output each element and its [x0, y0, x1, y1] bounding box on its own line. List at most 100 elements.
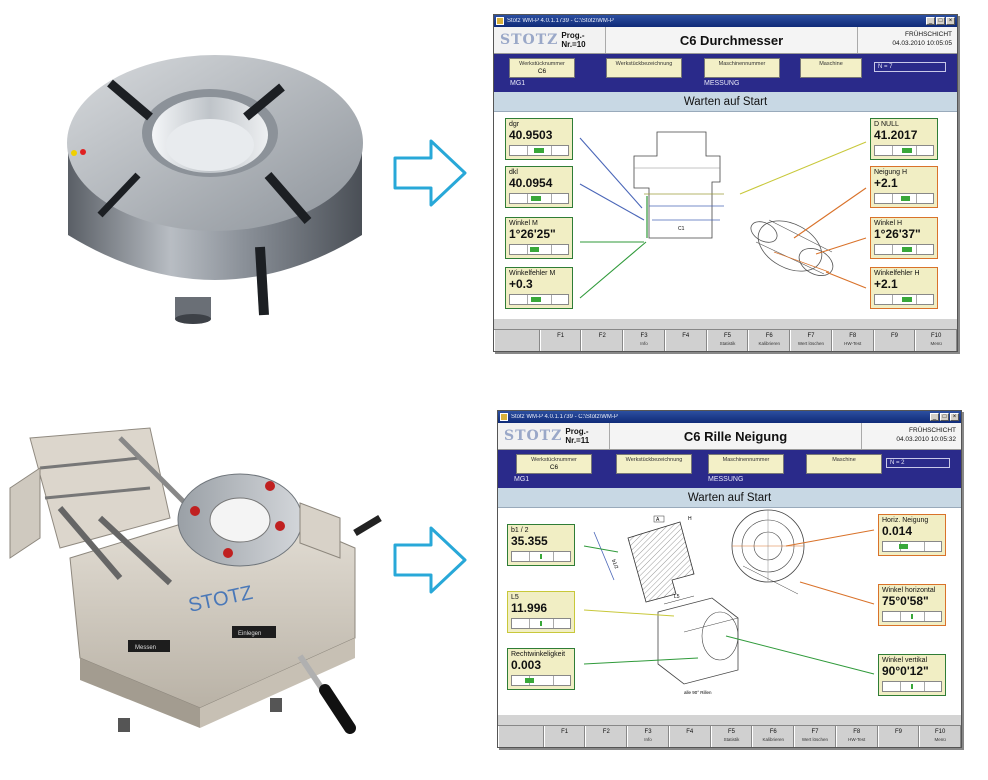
close-button[interactable]: × [950, 413, 959, 421]
fkey-f4[interactable]: F4 [668, 726, 711, 747]
fkey-label: F1 [557, 333, 565, 339]
fkey-f9[interactable]: F9 [877, 726, 920, 747]
value-box-winkelfehler-h[interactable]: Winkelfehler H +2.1 [870, 267, 938, 309]
tolerance-indicator [902, 297, 912, 302]
value-box-winkel-horizontal[interactable]: Winkel horizontal 75°0'58" [878, 584, 946, 626]
fkey-f4[interactable]: F4 [664, 330, 707, 351]
value-box-d-null[interactable]: D NULL 41.2017 [870, 118, 938, 160]
fkey-f2[interactable]: F2 [581, 330, 624, 351]
value-box-winkelfehler-m[interactable]: Winkelfehler M +0.3 [505, 267, 573, 309]
value-reading: 35.355 [511, 534, 548, 548]
minimize-button[interactable]: _ [930, 413, 939, 421]
fkey-f1[interactable]: F1 [543, 726, 586, 747]
field-werkstuecknummer[interactable]: Werkstücknummer C6 [509, 58, 575, 78]
field-label: Maschine [819, 61, 843, 67]
value-box-winkel-m[interactable]: Winkel M 1°26'25" [505, 217, 573, 259]
mode-label: MESSUNG [708, 476, 744, 483]
drawing-label-l5: L5 [674, 594, 680, 600]
field-werkstueckbezeichnung[interactable]: Werkstückbezeichnung [606, 58, 682, 78]
ring-gauge-photo [67, 55, 363, 324]
drawing-label: C1 [678, 226, 685, 232]
fkey-blank[interactable] [498, 726, 544, 747]
fkey-f2[interactable]: F2 [585, 726, 628, 747]
tolerance-indicator [900, 196, 910, 201]
fkey-f9[interactable]: F9 [873, 330, 916, 351]
tolerance-indicator [531, 297, 541, 302]
value-reading: 40.9503 [509, 128, 553, 142]
minimize-button[interactable]: _ [926, 17, 935, 25]
maximize-button[interactable]: □ [936, 17, 945, 25]
field-maschine[interactable]: Maschine [800, 58, 862, 78]
value-box-b1-2[interactable]: b1 / 2 35.355 [507, 524, 575, 566]
tolerance-indicator [898, 544, 908, 549]
fkey-blank[interactable] [494, 330, 540, 351]
fkey-label: F4 [686, 729, 694, 735]
field-label: Maschinennummer [722, 457, 770, 463]
tolerance-indicator [902, 148, 912, 153]
value-box-dgr[interactable]: dgr 40.9503 [505, 118, 573, 160]
fkey-sublabel: Kalibrieren [758, 341, 780, 346]
value-reading: +2.1 [874, 176, 898, 190]
maximize-button[interactable]: □ [940, 413, 949, 421]
field-maschinennummer[interactable]: Maschinennummer [708, 454, 784, 474]
mode-label: MESSUNG [704, 80, 740, 87]
fkey-sublabel: Statistik [719, 341, 736, 346]
value-box-rechtwinkeligkeit[interactable]: Rechtwinkeligkeit 0.003 [507, 648, 575, 690]
app-icon [500, 413, 508, 421]
field-maschine[interactable]: Maschine [806, 454, 882, 474]
drawing-note: alle 90° Rillen [684, 690, 712, 695]
fkey-label: F8 [853, 729, 861, 735]
tolerance-indicator [911, 614, 913, 619]
count-display: N = 2 [886, 458, 950, 468]
value-label: Winkel H [874, 220, 903, 227]
fkey-label: F10 [935, 729, 946, 735]
value-box-winkel-h[interactable]: Winkel H 1°26'37" [870, 217, 938, 259]
tolerance-limit-mark [915, 295, 917, 304]
window-titlebar[interactable]: Stotz WM-P 4.0.1.1739 - C:\Stotz\WM-P _ … [498, 411, 961, 423]
fkey-sublabel: Wert löschen [797, 341, 825, 346]
field-werkstuecknummer[interactable]: Werkstücknummer C6 [516, 454, 592, 474]
fkey-label: F5 [728, 729, 736, 735]
field-label: Werkstückbezeichnung [625, 457, 683, 463]
window-titlebar[interactable]: Stotz WM-P 4.0.1.1739 - C:\Stotz\WM-P _ … [494, 15, 957, 27]
field-werkstueckbezeichnung[interactable]: Werkstückbezeichnung [616, 454, 692, 474]
value-box-horiz-neigung[interactable]: Horiz. Neigung 0.014 [878, 514, 946, 556]
tolerance-bar [874, 145, 934, 156]
value-box-winkel-vertikal[interactable]: Winkel vertikal 90°0'12" [878, 654, 946, 696]
status-message: Warten auf Start [494, 92, 957, 112]
value-box-neigung-h[interactable]: Neigung H +2.1 [870, 166, 938, 208]
fkey-sublabel: Info [644, 737, 652, 742]
screen-title: C6 Durchmesser [606, 27, 857, 53]
value-reading: 75°0'58" [882, 594, 929, 608]
measurement-window-rille-neigung: Stotz WM-P 4.0.1.1739 - C:\Stotz\WM-P _ … [497, 410, 962, 748]
fkey-f1[interactable]: F1 [539, 330, 582, 351]
drawing-label-a: A [656, 517, 660, 523]
close-button[interactable]: × [946, 17, 955, 25]
fkey-label: F5 [724, 333, 732, 339]
fkey-label: F6 [765, 333, 773, 339]
app-icon [496, 17, 504, 25]
arrow-right-icon [393, 139, 467, 207]
fkey-sublabel: Menü [934, 737, 946, 742]
tolerance-indicator [524, 678, 535, 683]
tolerance-bar [509, 294, 569, 305]
value-box-l5[interactable]: L5 11.996 [507, 591, 575, 633]
field-maschinennummer[interactable]: Maschinennummer [704, 58, 780, 78]
tolerance-indicator [540, 621, 542, 626]
fkey-sublabel: Statistik [723, 737, 740, 742]
field-value: C6 [537, 68, 547, 75]
value-box-dkl[interactable]: dkl 40.0954 [505, 166, 573, 208]
